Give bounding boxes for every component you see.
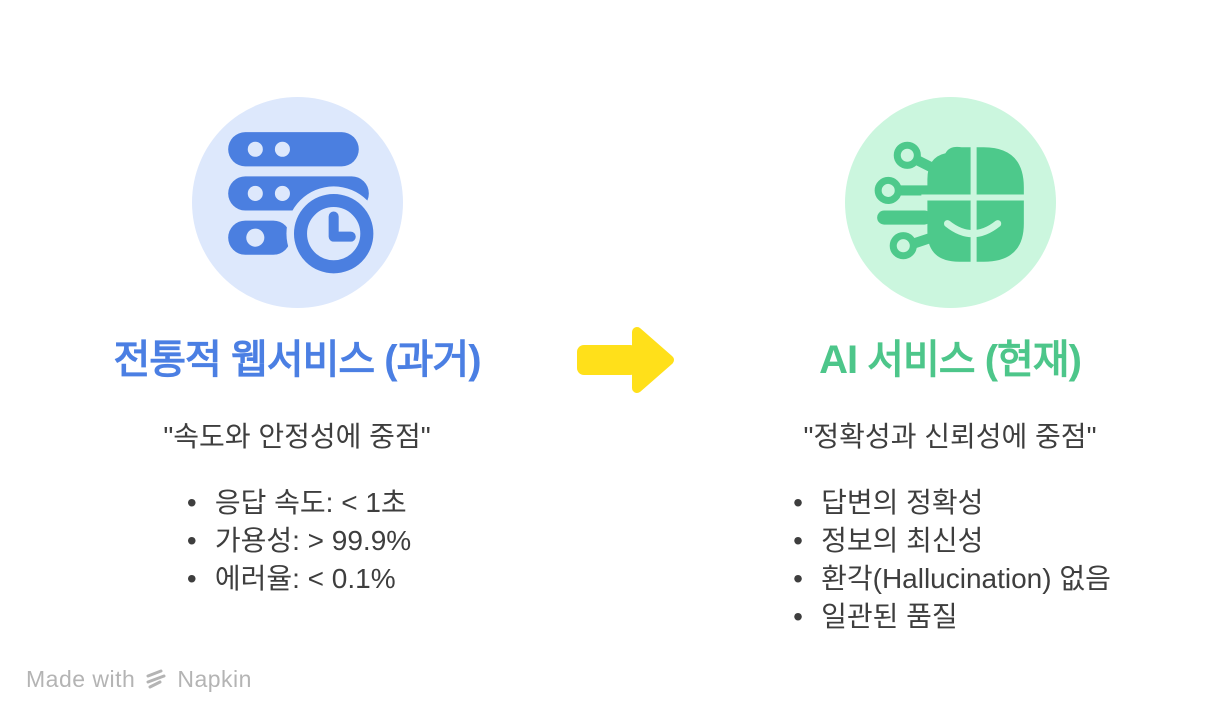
ai-feature-list: 답변의 정확성정보의 최신성환각(Hallucination) 없음일관된 품질 (789, 484, 1111, 636)
made-with-napkin-watermark: Made with Napkin (26, 666, 252, 693)
traditional-service-column: 전통적 웹서비스 (과거) "속도와 안정성에 중점" 응답 속도: < 1초가… (47, 97, 547, 598)
right-arrow-icon (577, 327, 674, 393)
ai-brain-icon (874, 141, 1030, 268)
server-clock-icon (227, 132, 381, 281)
list-item: 응답 속도: < 1초 (183, 484, 411, 522)
list-item: 에러율: < 0.1% (183, 560, 411, 598)
list-item: 답변의 정확성 (789, 484, 1111, 522)
list-item: 정보의 최신성 (789, 522, 1111, 560)
ai-service-column: AI 서비스 (현재) "정확성과 신뢰성에 중점" 답변의 정확성정보의 최신… (700, 97, 1200, 636)
napkin-brand-label: Napkin (177, 666, 252, 692)
traditional-feature-list: 응답 속도: < 1초가용성: > 99.9%에러율: < 0.1% (183, 484, 411, 598)
napkin-logo-icon (146, 669, 166, 688)
list-item: 일관된 품질 (789, 598, 1111, 636)
section-subtitle-traditional: "속도와 안정성에 중점" (163, 421, 431, 452)
list-item: 가용성: > 99.9% (183, 522, 411, 560)
section-subtitle-ai: "정확성과 신뢰성에 중점" (803, 421, 1097, 452)
made-with-label: Made with (26, 666, 136, 692)
traditional-service-icon-circle (191, 97, 403, 308)
list-item: 환각(Hallucination) 없음 (789, 560, 1111, 598)
section-title-traditional: 전통적 웹서비스 (과거) (113, 338, 481, 382)
ai-service-icon-circle (844, 97, 1056, 308)
section-title-ai: AI 서비스 (현재) (819, 338, 1082, 382)
